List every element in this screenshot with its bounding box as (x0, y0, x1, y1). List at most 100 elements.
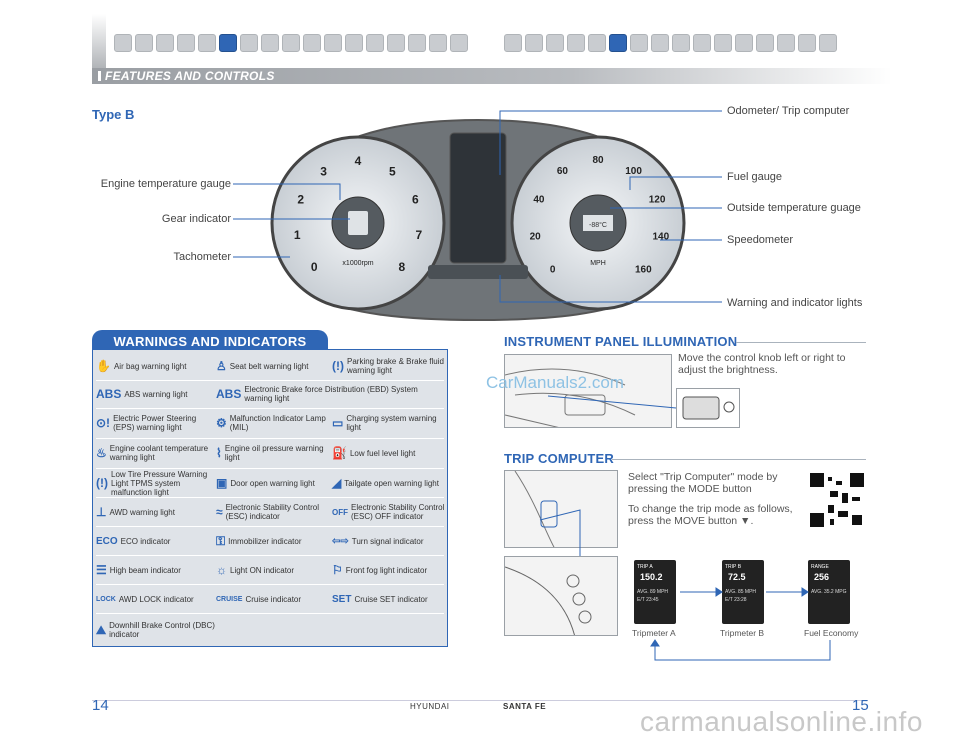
warnings-title: WARNINGS AND INDICATORS (92, 330, 328, 352)
grid-divider (96, 526, 444, 527)
nav-icon[interactable] (819, 34, 837, 52)
illumination-title: INSTRUMENT PANEL ILLUMINATION (504, 334, 738, 349)
eco-icon: ECO (96, 535, 118, 547)
trip-text-1: Select "Trip Computer" mode by pressing … (628, 471, 778, 495)
eps-icon: ⊙! (96, 415, 111, 430)
door-icon: ▣ (216, 475, 228, 490)
steering-wheel-photo (504, 470, 618, 548)
esc-off-icon: OFF (332, 507, 348, 517)
nav-icon[interactable] (588, 34, 606, 52)
nav-icon[interactable] (567, 34, 585, 52)
nav-icon[interactable] (366, 34, 384, 52)
warning-light-strip (428, 265, 528, 279)
title-rule (736, 342, 866, 343)
nav-icon[interactable] (156, 34, 174, 52)
nav-icon[interactable] (135, 34, 153, 52)
abs-icon: ABS (96, 386, 122, 401)
warning-item-charging: ▭Charging system warning light (332, 414, 437, 432)
nav-icon[interactable] (693, 34, 711, 52)
front-fog-icon: ⚐ (332, 562, 343, 577)
title-rule (612, 459, 866, 460)
trip-text-2: To change the trip mode as follows, pres… (628, 503, 793, 527)
brake-icon: (!) (332, 358, 344, 373)
nav-icon[interactable] (303, 34, 321, 52)
qr-code-drawing (808, 471, 866, 529)
grid-divider (96, 497, 444, 498)
nav-icon[interactable] (429, 34, 447, 52)
nav-icon[interactable] (387, 34, 405, 52)
nav-icon[interactable] (324, 34, 342, 52)
label-engine-temp: Engine temperature gauge (100, 178, 231, 190)
gauge-numeral: 120 (649, 195, 666, 206)
nav-icon[interactable] (672, 34, 690, 52)
warning-item-low-fuel: ⛽Low fuel level light (332, 445, 416, 460)
gauge-numeral: 0 (311, 260, 318, 274)
nav-icon[interactable] (240, 34, 258, 52)
coolant-icon: ♨ (96, 445, 107, 460)
grid-divider (96, 438, 444, 439)
nav-icon[interactable] (756, 34, 774, 52)
nav-icon[interactable] (450, 34, 468, 52)
warning-item-airbag: ✋Air bag warning light (96, 358, 187, 373)
footer-rule (92, 700, 868, 701)
nav-icon-active[interactable] (609, 34, 627, 52)
warning-item-esc: ≈Electronic Stability Control (ESC) indi… (216, 503, 319, 521)
nav-icon[interactable] (777, 34, 795, 52)
gauge-numeral: 6 (412, 192, 419, 206)
qr-code[interactable] (808, 471, 866, 529)
watermark-site-footer: carmanualsonline.info (640, 706, 923, 737)
grid-divider (96, 380, 444, 381)
nav-icon[interactable] (735, 34, 753, 52)
nav-icon-active[interactable] (219, 34, 237, 52)
header-accent (92, 14, 106, 84)
oil-icon: ⌇ (216, 445, 222, 460)
nav-icon[interactable] (630, 34, 648, 52)
label-odometer: Odometer/ Trip computer (727, 105, 850, 117)
cruise-icon: CRUISE (216, 595, 243, 603)
header-bar (92, 68, 892, 84)
trip-title: TRIP COMPUTER (504, 451, 614, 466)
nav-icon[interactable] (408, 34, 426, 52)
gauge-numeral: 140 (652, 232, 669, 243)
nav-icon[interactable] (261, 34, 279, 52)
nav-icon[interactable] (345, 34, 363, 52)
gauge-numeral: 8 (398, 260, 405, 274)
gauge-numeral: 0 (550, 264, 556, 275)
awd-lock-icon: LOCK (96, 595, 116, 603)
nav-icon[interactable] (114, 34, 132, 52)
dimmer-knob-photo (676, 388, 740, 428)
nav-icon[interactable] (651, 34, 669, 52)
warning-item-high-beam: ☰High beam indicator (96, 562, 181, 577)
turn-signal-icon: ⇦⇨ (332, 535, 349, 547)
gauge-numeral: 60 (557, 166, 569, 177)
label-warning-lights: Warning and indicator lights (727, 297, 863, 309)
dbc-icon: ⛰ (96, 622, 107, 637)
nav-icon[interactable] (504, 34, 522, 52)
cruise-set-icon: SET (332, 593, 352, 605)
nav-icon[interactable] (546, 34, 564, 52)
nav-icon[interactable] (177, 34, 195, 52)
trip-caption-b: Tripmeter B (720, 628, 765, 638)
nav-icon[interactable] (714, 34, 732, 52)
warning-item-awd: ⊥AWD warning light (96, 504, 175, 519)
nav-icon[interactable] (525, 34, 543, 52)
nav-icon[interactable] (198, 34, 216, 52)
nav-icon[interactable] (282, 34, 300, 52)
immobilizer-icon: ⚿ (216, 533, 226, 548)
gauge-numeral: 100 (625, 166, 642, 177)
gauge-numeral: 1 (294, 228, 301, 242)
ebd-icon: ABS (216, 386, 242, 401)
steering-buttons-drawing (505, 566, 592, 635)
trip-caption-fuel: Fuel Economy (804, 628, 859, 638)
warning-item-mil: ⚙Malfunction Indicator Lamp (MIL) (216, 414, 326, 432)
tacho-unit: x1000rpm (342, 260, 373, 267)
high-beam-icon: ☰ (96, 562, 107, 577)
warnings-panel (92, 349, 448, 647)
steering-buttons-photo (504, 556, 618, 636)
nav-icon[interactable] (798, 34, 816, 52)
